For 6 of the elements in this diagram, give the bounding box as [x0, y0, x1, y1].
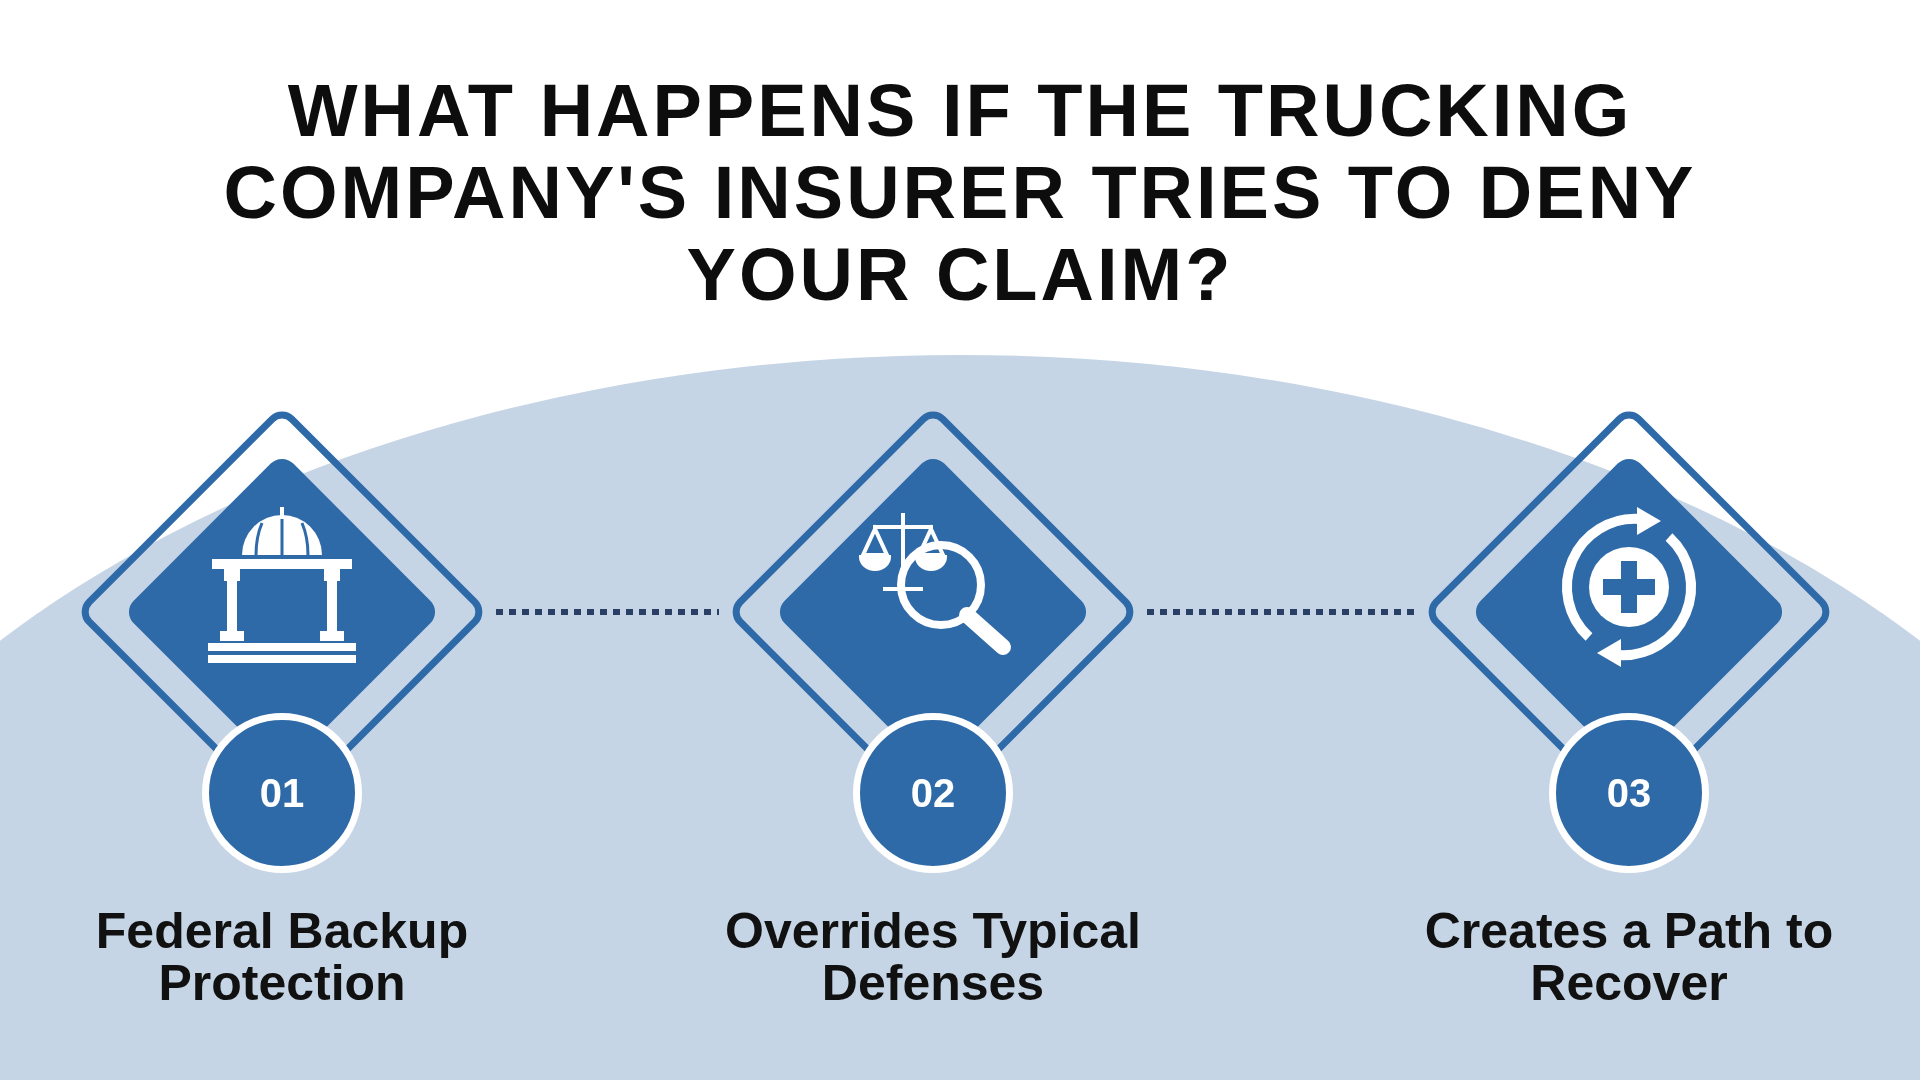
title: WHAT HAPPENS IF THE TRUCKING COMPANY'S INSURER TRIES TO DENY YOUR CLAIM?: [222, 70, 1698, 316]
dotted-connector: [1147, 609, 1415, 615]
step-caption: Creates a Path to Recover: [1423, 905, 1835, 1009]
step-caption: Federal Backup Protection: [94, 905, 470, 1009]
dotted-connector: [496, 609, 719, 615]
step-caption: Overrides Typical Defenses: [724, 905, 1142, 1009]
